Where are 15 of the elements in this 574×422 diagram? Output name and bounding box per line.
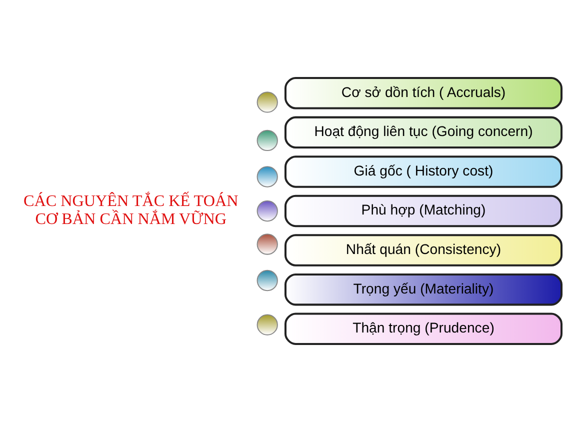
node-box: Trọng yếu (Materiality) [284, 273, 563, 306]
node-box: Nhất quán (Consistency) [284, 234, 563, 266]
node-circle [256, 314, 278, 336]
node-circle [256, 234, 278, 255]
node-box: Giá gốc ( History cost) [284, 156, 563, 188]
node-box: Hoạt động liên tục (Going concern) [284, 116, 563, 149]
node-circle [256, 130, 278, 152]
node-box: Phù hợp (Matching) [284, 194, 563, 228]
node-circle [256, 200, 278, 222]
node-circle [256, 92, 278, 113]
label: CÁC NGUYÊN TẮC KẾ TOÁN CƠ BẢN CẦN NẮM VỮNG [23, 192, 238, 228]
node-circle [256, 270, 278, 292]
node-box: Thận trọng (Prudence) [284, 312, 563, 345]
node-box: Cơ sở dồn tích ( Accruals) [284, 77, 563, 110]
node-circle [256, 166, 278, 188]
